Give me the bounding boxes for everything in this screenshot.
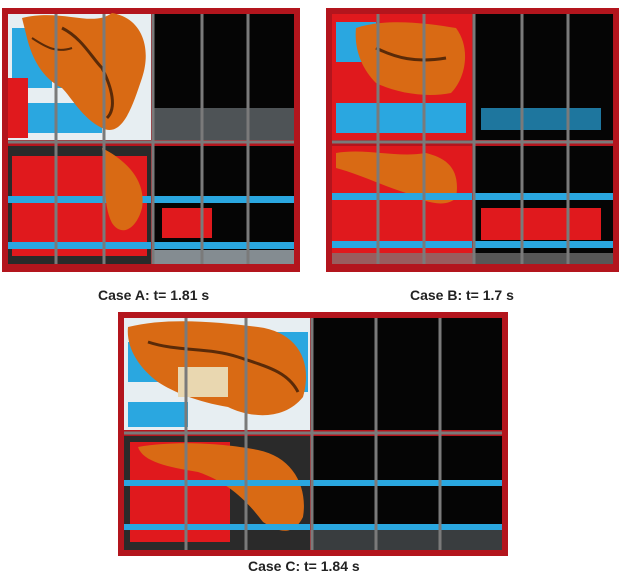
- case-c-panel: [118, 312, 508, 556]
- case-c-render: [118, 312, 508, 556]
- case-a-panel: [2, 8, 300, 272]
- case-a-render: [2, 8, 300, 272]
- case-b-panel: [326, 8, 619, 272]
- case-b-caption: Case B: t= 1.7 s: [410, 287, 514, 303]
- case-a-caption: Case A: t= 1.81 s: [98, 287, 210, 303]
- case-b-render: [326, 8, 619, 272]
- case-c-caption: Case C: t= 1.84 s: [248, 558, 360, 574]
